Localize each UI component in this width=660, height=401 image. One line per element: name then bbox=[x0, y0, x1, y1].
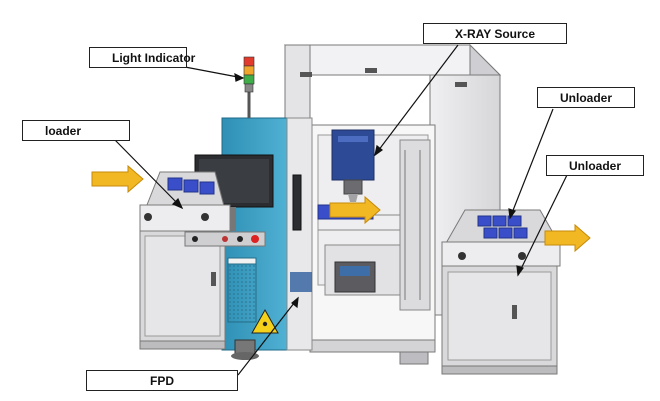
loader-unit bbox=[139, 171, 266, 350]
radiation-warning-icon bbox=[251, 308, 279, 334]
signal-tower-icon bbox=[243, 56, 255, 118]
light-indicator-label: Light Indicator bbox=[89, 47, 195, 68]
unloader-label-top: Unloader bbox=[537, 87, 635, 108]
leader-lines bbox=[114, 44, 568, 376]
inspection-chamber bbox=[309, 124, 436, 365]
flow-arrow-icon bbox=[91, 164, 591, 253]
loader-label: loader bbox=[22, 120, 130, 141]
fpd-label: FPD bbox=[86, 370, 238, 391]
xray-source-label: X-RAY Source bbox=[423, 23, 567, 44]
unloader-unit bbox=[441, 209, 561, 375]
unloader-label-mid: Unloader bbox=[546, 155, 644, 176]
